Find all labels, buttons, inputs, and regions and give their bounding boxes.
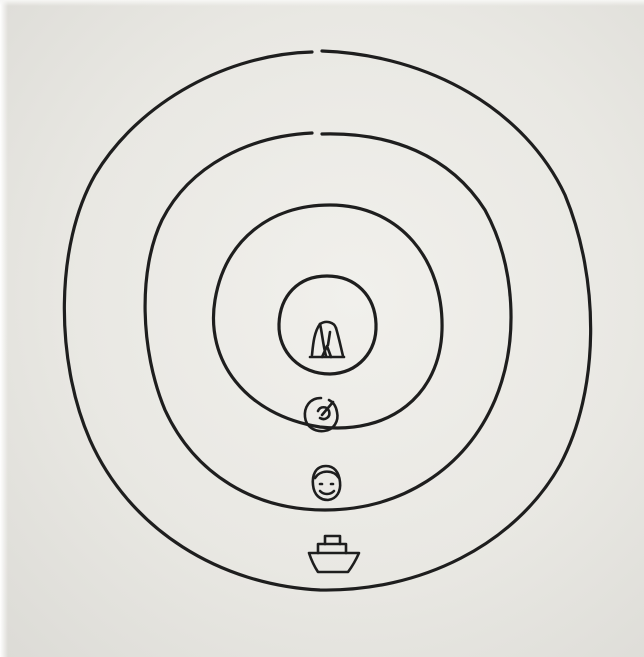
inner-ring	[279, 276, 376, 374]
boat-icon	[309, 536, 359, 572]
third-ring	[213, 205, 442, 428]
face-icon	[313, 466, 340, 500]
tent-icon	[310, 322, 344, 357]
